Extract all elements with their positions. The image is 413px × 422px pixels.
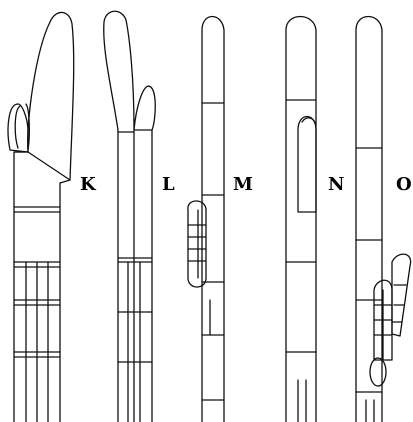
- longitudinal-walls: [298, 380, 306, 422]
- filament-upper-cell: [8, 104, 28, 152]
- terminal-cell: [370, 358, 386, 386]
- panel-o: O: [356, 17, 412, 422]
- longitudinal-walls: [26, 262, 48, 422]
- panel-l: L: [104, 11, 175, 422]
- filament-outline: [356, 17, 382, 422]
- panel-label-l: L: [162, 174, 175, 195]
- inner-cell: [298, 117, 316, 213]
- filament-outline: [104, 11, 134, 422]
- filament-outline: [202, 17, 224, 422]
- branch-segments: [188, 225, 210, 335]
- panel-label-k: K: [80, 174, 97, 195]
- panel-label-o: O: [396, 174, 412, 195]
- cross-wall: [28, 152, 70, 180]
- filament-outline: [286, 17, 316, 422]
- branch-chain: [392, 254, 411, 336]
- panel-k: K: [8, 12, 97, 422]
- filament-outline: [14, 12, 74, 422]
- branch-segments: [366, 285, 406, 422]
- panel-label-m: M: [233, 174, 253, 195]
- panel-m: M: [188, 17, 253, 422]
- panel-label-n: N: [328, 174, 344, 195]
- branch-chain: [188, 201, 206, 287]
- panel-n: N: [286, 17, 344, 422]
- side-branch: [134, 86, 155, 130]
